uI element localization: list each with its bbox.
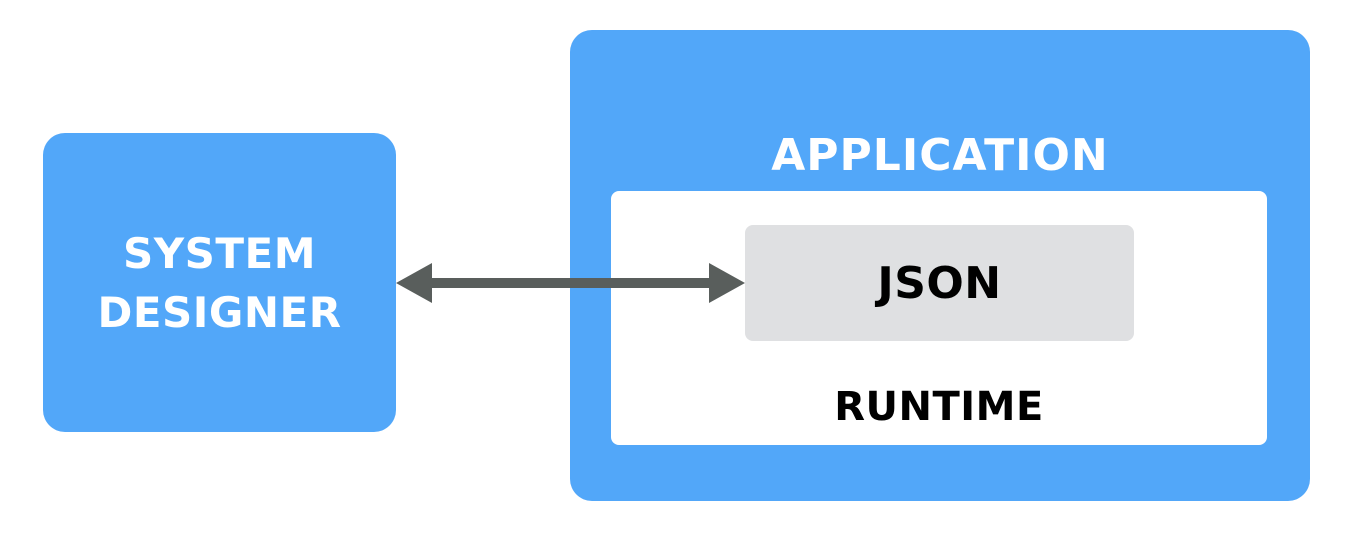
runtime-label: RUNTIME <box>834 384 1044 430</box>
runtime-box: RUNTIME <box>611 191 1267 445</box>
system-designer-box: SYSTEM DESIGNER <box>43 133 396 432</box>
json-box: JSON <box>745 225 1134 341</box>
system-designer-label-line1: SYSTEM <box>122 228 317 278</box>
system-designer-label-line2: DESIGNER <box>97 287 342 337</box>
application-title: APPLICATION <box>771 130 1109 181</box>
json-label: JSON <box>877 257 1002 309</box>
arrow-head-left <box>396 263 432 303</box>
